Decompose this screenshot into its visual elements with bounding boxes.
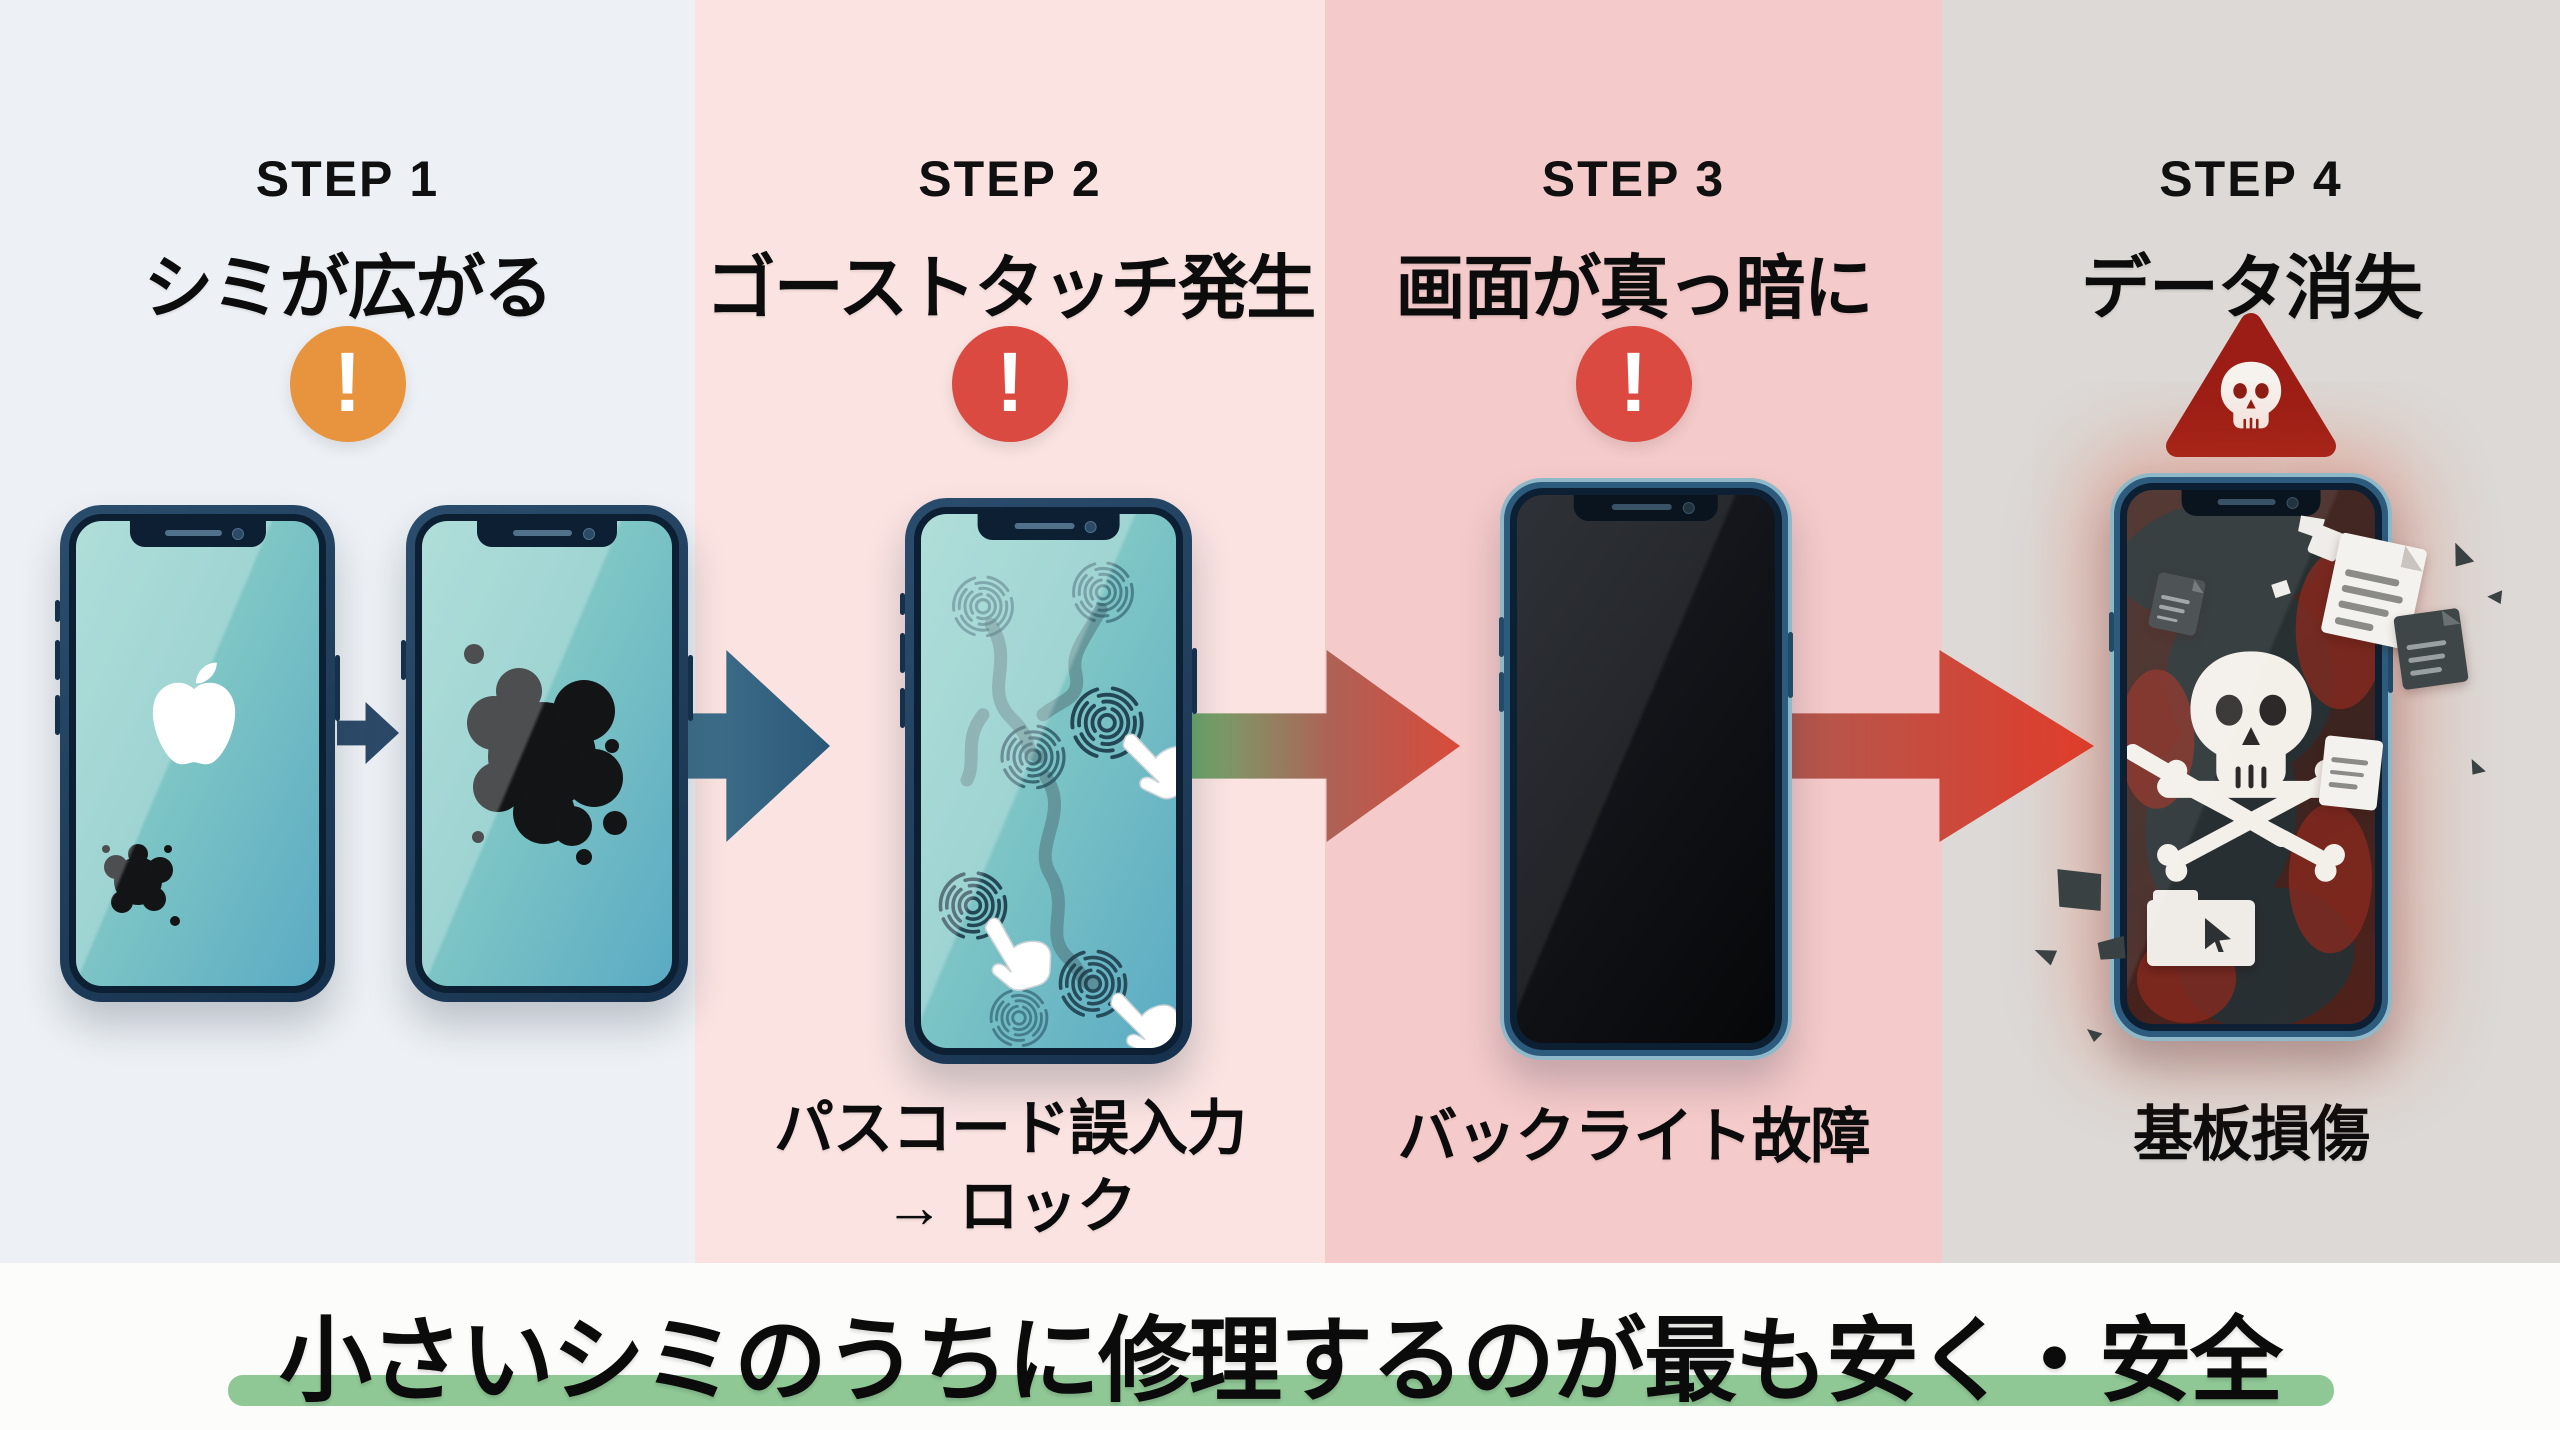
power-button	[688, 655, 693, 721]
speaker-slit	[513, 530, 573, 536]
volume-button	[55, 640, 60, 680]
phone-screen-dark	[1510, 488, 1782, 1050]
skull	[2190, 651, 2312, 789]
folder-tab	[2153, 890, 2199, 902]
step3-caption: バックライト故障	[1397, 1103, 1871, 1170]
front-camera	[1085, 521, 1098, 533]
phone-step3-black-screen	[1499, 478, 1793, 1060]
exclamation-mark: !	[996, 335, 1024, 429]
screen-graphics	[938, 561, 1176, 1048]
step3-title: 画面が真っ暗に	[1395, 249, 1874, 327]
volume-button	[401, 640, 406, 680]
volume-button	[55, 695, 60, 735]
exclamation-mark: !	[333, 335, 362, 429]
apple-logo-icon	[152, 662, 236, 765]
phone-notch	[477, 521, 617, 547]
step2-title: ゴーストタッチ発生	[705, 249, 1316, 327]
phone-screen	[69, 514, 326, 993]
bottom-banner: 小さいシミのうちに修理するのが最も安く・安全	[0, 1263, 2560, 1430]
cursor-arrow-icon	[2205, 918, 2231, 952]
front-camera	[1683, 502, 1696, 514]
power-button	[2388, 627, 2393, 693]
volume-button	[1499, 617, 1504, 657]
front-camera	[231, 528, 244, 540]
mute-switch	[900, 593, 905, 615]
phone-step2-ghost-touch	[900, 498, 1197, 1064]
warning-exclamation-icon-red: !	[1575, 326, 1692, 442]
volume-button	[900, 633, 905, 673]
step1-label: STEP 1	[255, 151, 440, 207]
skull-glyph	[2220, 361, 2282, 430]
step4-label: STEP 4	[2159, 151, 2343, 207]
phone-notch	[2181, 490, 2321, 516]
speaker-slit	[2217, 499, 2276, 505]
green-underline-highlight	[228, 1375, 2334, 1406]
volume-button	[2109, 612, 2114, 652]
front-camera	[582, 528, 595, 540]
warning-exclamation-icon-red: !	[952, 326, 1068, 442]
step3-label: STEP 3	[1541, 151, 1726, 207]
step2-caption-line2: → ロック	[884, 1173, 1137, 1240]
step2-label: STEP 2	[918, 151, 1102, 207]
power-button	[1788, 632, 1793, 698]
warning-exclamation-icon-orange: !	[289, 326, 406, 442]
speaker-slit	[164, 530, 222, 536]
volume-button	[1499, 672, 1504, 712]
front-camera	[2286, 497, 2299, 509]
flying-document-icon-small	[2318, 735, 2384, 811]
flying-dark-file-icon	[2393, 607, 2469, 691]
exclamation-mark: !	[1619, 335, 1648, 429]
speaker-slit	[1014, 523, 1075, 529]
volume-button	[900, 688, 905, 728]
screen-graphics	[102, 662, 236, 926]
mute-switch	[55, 600, 60, 622]
phone-screen	[914, 507, 1183, 1055]
phone-notch	[129, 521, 266, 547]
large-ink-stain	[464, 644, 627, 865]
banner-message: 小さいシミのうちに修理するのが最も安く・安全	[279, 1309, 2283, 1413]
speaker-slit	[1611, 504, 1672, 510]
skull-warning-triangle-icon	[2166, 313, 2336, 457]
phone-notch	[1573, 495, 1719, 521]
power-button	[335, 655, 340, 721]
phone-notch	[977, 514, 1120, 540]
screen-glare	[1517, 495, 1775, 1043]
phone-step1-small-stain	[55, 505, 340, 1002]
step4-caption: 基板損傷	[2133, 1101, 2370, 1168]
step1-title: シミが広がる	[143, 249, 554, 327]
small-ink-stain	[102, 844, 180, 926]
phone-screen	[415, 514, 679, 993]
screen-graphics	[464, 644, 627, 865]
phone-step1-large-stain	[401, 505, 693, 1002]
power-button	[1192, 648, 1197, 714]
step2-caption-line1: パスコード誤入力	[774, 1095, 1247, 1162]
folder-icon	[2147, 890, 2255, 966]
